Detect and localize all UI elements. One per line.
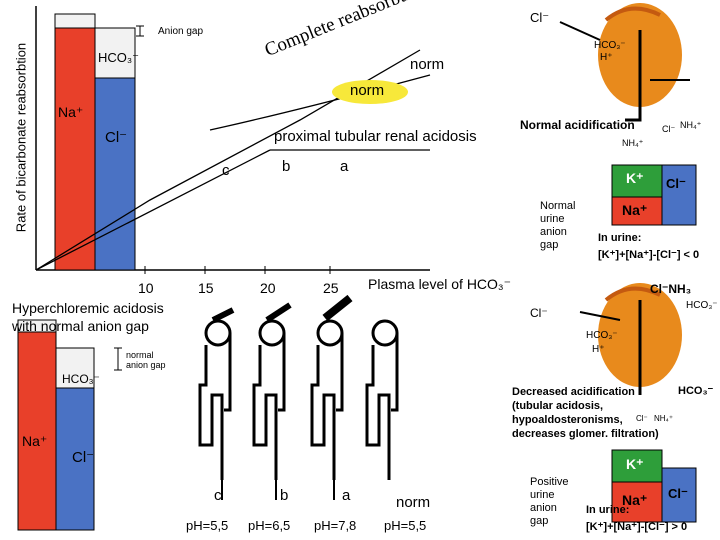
norm-blob bbox=[332, 80, 408, 104]
proximal-curve bbox=[209, 74, 431, 131]
y-axis-label: Rate of bicarbonate reabsorbtion bbox=[13, 42, 29, 233]
curve-a-label: a bbox=[340, 158, 349, 175]
norm-blob-label: norm bbox=[350, 82, 385, 99]
rb-in-urine: In urine: bbox=[586, 504, 630, 516]
tubule-top-path bbox=[625, 30, 642, 122]
tubule-a-label: a bbox=[342, 487, 351, 504]
rb-desc-4: decreases glomer. filtration) bbox=[512, 428, 659, 440]
hyper-cl-bar bbox=[55, 387, 95, 531]
cl-label: Cl⁻ bbox=[105, 129, 128, 146]
rb-desc-1: Decreased acidification bbox=[512, 386, 635, 398]
rb-desc-2: (tubular acidosis, bbox=[512, 400, 604, 412]
rb-cl-box: Cl⁻ bbox=[668, 486, 688, 501]
rt-h: H⁺ bbox=[600, 52, 613, 63]
rb-cl-small: Cl⁻ bbox=[636, 414, 648, 423]
rt-k: K⁺ bbox=[626, 170, 644, 186]
rb-h: H⁺ bbox=[592, 344, 605, 355]
ph-c: pH=5,5 bbox=[186, 518, 229, 533]
ph-a: pH=7,8 bbox=[314, 518, 357, 533]
rb-hco3-2: HCO₃⁻ bbox=[586, 330, 618, 341]
rb-na: Na⁺ bbox=[622, 492, 648, 508]
hyper-cl-label: Cl⁻ bbox=[72, 449, 95, 466]
rt-cl-small: Cl⁻ bbox=[662, 124, 676, 134]
anion-gap-label: Anion gap bbox=[158, 26, 204, 37]
curve-c-label: c bbox=[222, 162, 230, 179]
normal-gap-label: normal anion gap bbox=[126, 350, 166, 370]
arrow-b bbox=[265, 302, 292, 323]
xtick-10: 10 bbox=[138, 280, 154, 296]
rt-nh4-2: NH₄⁺ bbox=[622, 138, 644, 148]
ph-b: pH=6,5 bbox=[248, 518, 291, 533]
hyper-hco3-label: HCO₃⁻ bbox=[62, 372, 100, 386]
tubule-c-label: c bbox=[214, 487, 222, 504]
na-bar bbox=[54, 27, 96, 271]
rb-nh4: NH₄⁺ bbox=[654, 414, 674, 423]
tubule-b bbox=[252, 319, 286, 480]
rt-nh4: NH₄⁺ bbox=[680, 120, 702, 130]
hyper-na-bar bbox=[17, 331, 57, 531]
rt-urine: Normal urine anion gap bbox=[540, 200, 576, 251]
rt-in-urine: In urine: bbox=[598, 232, 642, 244]
rb-desc-3: hypoaldosteronisms, bbox=[512, 414, 623, 426]
norm-upper-label: norm bbox=[410, 56, 445, 73]
rb-urine: Positive urine anion gap bbox=[530, 476, 569, 527]
rt-cl-box: Cl⁻ bbox=[666, 176, 686, 191]
rt-na: Na⁺ bbox=[622, 202, 648, 218]
hyper-title-1: Hyperchloremic acidosis bbox=[12, 300, 164, 316]
xtick-20: 20 bbox=[260, 280, 276, 296]
tubule-norm-label: norm bbox=[396, 494, 431, 511]
rb-hco3-3: HCO₃⁻ bbox=[678, 385, 714, 397]
anion-gap-bar bbox=[54, 13, 96, 29]
ph-norm: pH=5,5 bbox=[384, 518, 427, 533]
rb-cl: Cl⁻ bbox=[530, 306, 548, 320]
curve-c-line bbox=[35, 149, 271, 271]
xtick-25: 25 bbox=[323, 280, 339, 296]
rb-formula: [K⁺]+[Na⁺]-[Cl⁻] > 0 bbox=[586, 521, 688, 533]
na-label: Na⁺ bbox=[58, 104, 84, 120]
rt-title: Normal acidification bbox=[520, 118, 635, 132]
curve-b-label: b bbox=[282, 158, 291, 175]
hyper-hco3-bar bbox=[55, 347, 95, 389]
tubule-norm bbox=[365, 319, 399, 480]
rt-formula: [K⁺]+[Na⁺]-[Cl⁻] < 0 bbox=[598, 249, 700, 261]
rb-cl-nh3: Cl⁻NH₃ bbox=[650, 282, 692, 296]
tubule-b-label: b bbox=[280, 487, 289, 504]
hco3-bar bbox=[94, 27, 136, 79]
tubule-a bbox=[310, 319, 344, 480]
arrow-c bbox=[211, 307, 235, 323]
cl-bar bbox=[94, 77, 136, 271]
rt-hco3: HCO₃⁻ bbox=[594, 40, 626, 51]
hyper-title-2: with normal anion gap bbox=[12, 318, 149, 334]
proximal-label: proximal tubular renal acidosis bbox=[274, 128, 477, 145]
tubule-c bbox=[198, 319, 232, 480]
rb-hco3-1: HCO₃⁻ bbox=[686, 300, 718, 311]
rb-k: K⁺ bbox=[626, 456, 644, 472]
hco3-label: HCO₃⁻ bbox=[98, 50, 140, 65]
x-axis-label: Plasma level of HCO₃⁻ bbox=[368, 276, 512, 292]
xtick-15: 15 bbox=[198, 280, 214, 296]
arrow-a bbox=[322, 294, 353, 322]
hyper-na-label: Na⁺ bbox=[22, 433, 48, 449]
rt-cl: Cl⁻ bbox=[530, 10, 550, 25]
